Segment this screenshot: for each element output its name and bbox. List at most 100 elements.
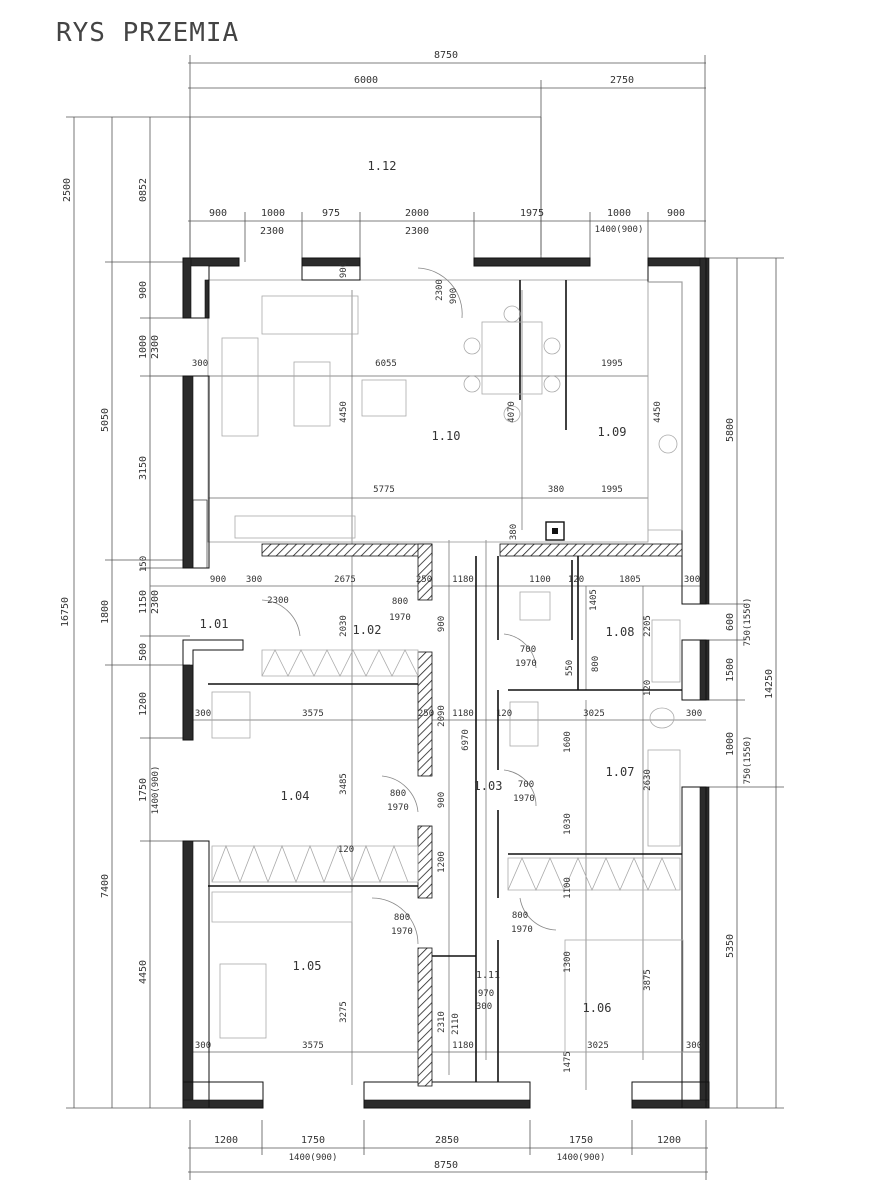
dim-right-inner: 1000 xyxy=(725,732,736,756)
bottom-dimension-lines xyxy=(188,1120,708,1180)
dim-right-inner2: 750(1550) xyxy=(743,598,753,647)
dim-interior: 300 xyxy=(684,575,700,585)
dim-left-mid: 1150 xyxy=(138,590,149,614)
top-dimension-texts: 8750 6000 2750 900 1000 975 2000 1975 10… xyxy=(209,50,685,237)
dim-interior: 1180 xyxy=(452,709,474,719)
dim-interior: 900 xyxy=(437,616,447,632)
wardrobes xyxy=(211,649,681,923)
dim-interior: 800 xyxy=(394,913,410,923)
dim-left-outer: 5050 xyxy=(100,408,111,432)
dim-interior: 2205 xyxy=(643,615,653,637)
dim-bottom-row: 2850 xyxy=(435,1135,459,1146)
dim-right-inner: 1500 xyxy=(725,658,736,682)
dim-left-total: 16750 xyxy=(60,597,71,627)
dim-interior: 250 xyxy=(418,709,434,719)
right-dimension-texts: 5800 14250 5350 600 1500 1000 750(1550) … xyxy=(725,418,775,958)
dim-interior: 900 xyxy=(339,262,349,278)
dim-interior: 6970 xyxy=(461,729,471,751)
dim-left-mid: 500 xyxy=(138,643,149,661)
dim-interior: 3575 xyxy=(302,1041,324,1051)
dim-interior: 300 xyxy=(686,1041,702,1051)
dim-interior: 800 xyxy=(591,656,601,672)
exterior-walls xyxy=(182,257,710,1109)
dim-interior: 380 xyxy=(548,485,564,495)
dim-top-row: 975 xyxy=(322,208,340,219)
furniture xyxy=(211,281,684,1053)
dim-interior: 380 xyxy=(509,524,519,540)
dim-top-row2: 2300 xyxy=(405,226,429,237)
dim-top-row: 1000 xyxy=(607,208,631,219)
room-label-1-08: 1.08 xyxy=(606,625,635,639)
room-label-1-11: 1.11 xyxy=(476,970,500,981)
dim-interior: 1970 xyxy=(513,794,535,804)
dim-left-mid: 1000 xyxy=(138,335,149,359)
dim-top-row2: 1400(900) xyxy=(595,225,644,235)
dim-interior: 1970 xyxy=(387,803,409,813)
dim-left-mid: 1200 xyxy=(138,692,149,716)
interior-walls xyxy=(208,280,682,1082)
dim-left-mid: 1750 xyxy=(138,778,149,802)
dim-interior: 300 xyxy=(476,1002,492,1012)
dim-interior: 1180 xyxy=(452,575,474,585)
dim-interior: 1970 xyxy=(389,613,411,623)
dim-interior: 900 xyxy=(210,575,226,585)
dim-right-inner2: 750(1550) xyxy=(743,736,753,785)
dim-right-outer: 14250 xyxy=(764,669,775,699)
dim-interior: 3875 xyxy=(643,969,653,991)
room-label-1-12: 1.12 xyxy=(368,159,397,173)
dim-interior: 4450 xyxy=(339,401,349,423)
dim-left-inner: 2300 xyxy=(150,335,161,359)
dim-interior: 300 xyxy=(686,709,702,719)
dim-bottom-row: 1200 xyxy=(214,1135,238,1146)
dim-interior: 2110 xyxy=(451,1013,461,1035)
left-dimension-texts: 2500 5050 1800 7400 16750 0852 900 1000 … xyxy=(60,178,161,984)
dim-interior: 3025 xyxy=(587,1041,609,1051)
floor-outline xyxy=(207,279,649,543)
dim-left-mid: 900 xyxy=(138,281,149,299)
dim-interior: 1030 xyxy=(563,813,573,835)
dim-interior: 1475 xyxy=(563,1051,573,1073)
dim-interior: 300 xyxy=(246,575,262,585)
dim-interior: 1995 xyxy=(601,485,623,495)
dim-interior: 1180 xyxy=(452,1041,474,1051)
dim-interior: 5775 xyxy=(373,485,395,495)
dim-left-mid: 4450 xyxy=(138,960,149,984)
dim-top-row: 1000 xyxy=(261,208,285,219)
dim-bottom-row: 1750 xyxy=(569,1135,593,1146)
dim-top-b: 2750 xyxy=(610,75,634,86)
dim-interior: 1600 xyxy=(563,731,573,753)
dim-left-inner: 2300 xyxy=(150,590,161,614)
dim-bottom-total: 8750 xyxy=(434,1160,458,1171)
dim-interior: 800 xyxy=(392,597,408,607)
dim-interior: 800 xyxy=(512,911,528,921)
dim-interior: 4450 xyxy=(653,401,663,423)
room-labels: 1.12 1.10 1.09 1.01 1.02 1.08 1.04 1.03 … xyxy=(200,159,635,1015)
dim-interior: 1970 xyxy=(391,927,413,937)
dim-interior: 900 xyxy=(437,792,447,808)
dim-left-outer: 2500 xyxy=(62,178,73,202)
right-dimension-lines xyxy=(706,257,784,1109)
dim-left-mid: 150 xyxy=(139,556,149,572)
dim-interior: 2300 xyxy=(267,596,289,606)
plan-title: RYS PRZEMIA xyxy=(56,18,240,48)
dim-interior: 1300 xyxy=(563,951,573,973)
dim-interior: 3025 xyxy=(583,709,605,719)
dim-interior: 2090 xyxy=(437,705,447,727)
room-label-1-10: 1.10 xyxy=(432,429,461,443)
dim-interior: 300 xyxy=(195,709,211,719)
top-dimension-lines xyxy=(188,55,706,262)
dim-left-outer: 7400 xyxy=(100,874,111,898)
room-label-1-03: 1.03 xyxy=(474,779,503,793)
dim-interior: 1200 xyxy=(437,851,447,873)
exterior-wall-outlines xyxy=(182,257,710,1109)
dim-interior: 3485 xyxy=(339,773,349,795)
dim-interior: 1805 xyxy=(619,575,641,585)
dim-interior: 2030 xyxy=(339,615,349,637)
dim-interior: 1100 xyxy=(529,575,551,585)
dim-top-row: 900 xyxy=(209,208,227,219)
room-label-1-07: 1.07 xyxy=(606,765,635,779)
dim-interior: 120 xyxy=(496,709,512,719)
dim-interior: 1405 xyxy=(589,589,599,611)
dim-interior: 2675 xyxy=(334,575,356,585)
